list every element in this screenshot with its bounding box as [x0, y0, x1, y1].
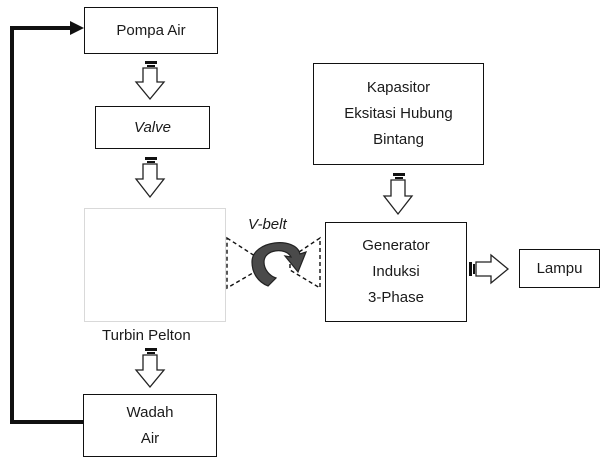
capacitor-label: Kapasitor Eksitasi Hubung Bintang	[344, 79, 453, 148]
generator-box: Generator Induksi 3-Phase	[325, 222, 467, 322]
valve-box: Valve	[95, 106, 210, 149]
v-belt-label: V-belt	[248, 216, 287, 233]
water-tank-label: Wadah Air	[126, 403, 174, 447]
arrow-generator-to-lamp	[469, 253, 510, 285]
rotation-arrow-icon	[251, 242, 308, 287]
v-belt-right-pulley	[289, 236, 321, 290]
v-belt-drive	[226, 236, 321, 290]
generator-label: Generator Induksi 3-Phase	[362, 237, 430, 306]
lamp-label: Lampu	[536, 259, 583, 277]
water-tank-box: Wadah Air	[83, 394, 217, 457]
v-belt-left-pulley	[226, 236, 259, 290]
turbine-caption: Turbin Pelton	[102, 327, 191, 344]
valve-label: Valve	[134, 118, 171, 136]
arrow-turbine-to-tank	[134, 348, 166, 389]
pump-box: Pompa Air	[84, 7, 218, 54]
arrow-valve-to-turbine	[134, 157, 166, 199]
pump-label: Pompa Air	[116, 21, 186, 39]
arrow-pump-to-valve	[134, 61, 166, 101]
return-arrowhead	[70, 21, 84, 35]
arrow-capacitor-to-generator	[382, 173, 414, 216]
capacitor-box: Kapasitor Eksitasi Hubung Bintang	[313, 63, 484, 165]
lamp-box: Lampu	[519, 249, 600, 288]
return-line	[10, 21, 84, 424]
turbine-image-frame	[84, 208, 226, 322]
